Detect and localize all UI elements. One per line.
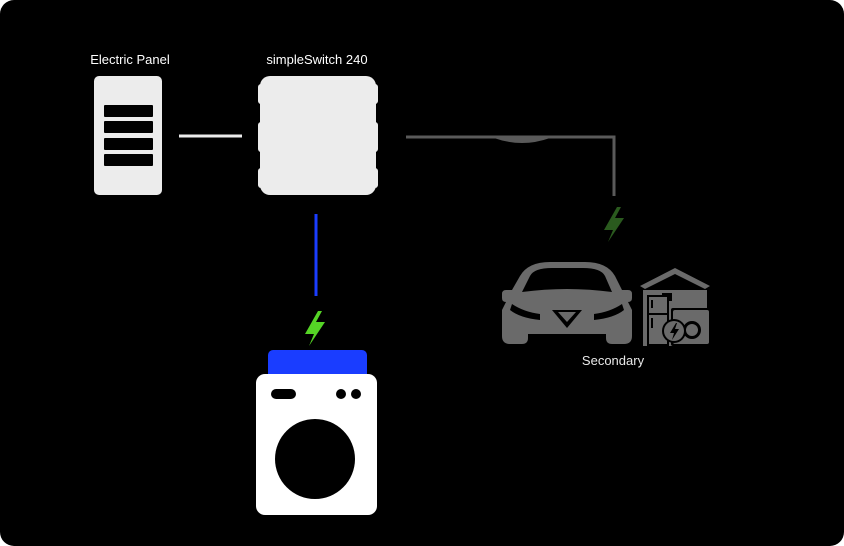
switch-label: simpleSwitch 240 [266,52,368,67]
inactive-lightning-bolt-icon [604,207,624,242]
dryer-appliance-icon [256,350,377,515]
electric-panel-icon [94,76,162,195]
active-lightning-bolt-icon [305,311,325,346]
electric-car-icon [502,262,632,344]
house-appliances-icon [640,268,711,346]
electric-panel-label: Electric Panel [90,52,170,67]
switch-to-secondary-line [406,135,616,196]
simpleswitch-device-icon [258,76,378,195]
secondary-label: Secondary [581,353,645,368]
